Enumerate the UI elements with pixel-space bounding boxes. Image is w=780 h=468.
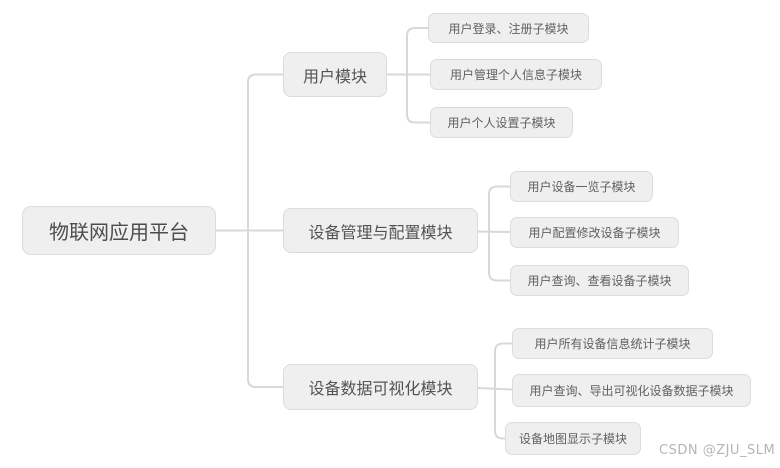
- leaf-node-user-login-register: 用户登录、注册子模块: [428, 13, 589, 43]
- connector-branch2-middle: [477, 230, 511, 233]
- root-node-iot-platform: 物联网应用平台: [22, 206, 216, 255]
- leaf-node-user-device-overview: 用户设备一览子模块: [510, 171, 653, 202]
- watermark-csdn: CSDN @ZJU_SLM: [659, 443, 776, 458]
- branch-node-device-data-visualization: 设备数据可视化模块: [283, 364, 478, 410]
- leaf-node-device-map-display: 设备地图显示子模块: [505, 422, 641, 455]
- leaf-node-all-device-info-statistics: 用户所有设备信息统计子模块: [512, 328, 713, 359]
- connector-branch2-trunk: [488, 185, 511, 282]
- branch-node-device-management-config: 设备管理与配置模块: [283, 208, 478, 253]
- connector-branch3-trunk: [494, 342, 513, 440]
- branch-node-user-module: 用户模块: [283, 52, 387, 97]
- connector-branch1-trunk: [406, 27, 431, 124]
- leaf-node-query-export-visualized-data: 用户查询、导出可视化设备数据子模块: [512, 374, 751, 407]
- leaf-node-user-configure-modify-device: 用户配置修改设备子模块: [510, 217, 679, 248]
- leaf-node-user-personal-settings: 用户个人设置子模块: [430, 107, 573, 138]
- leaf-node-user-manage-personal-info: 用户管理个人信息子模块: [430, 59, 602, 90]
- leaf-node-user-query-view-device: 用户查询、查看设备子模块: [510, 265, 689, 296]
- connector-main-trunk: [247, 73, 284, 388]
